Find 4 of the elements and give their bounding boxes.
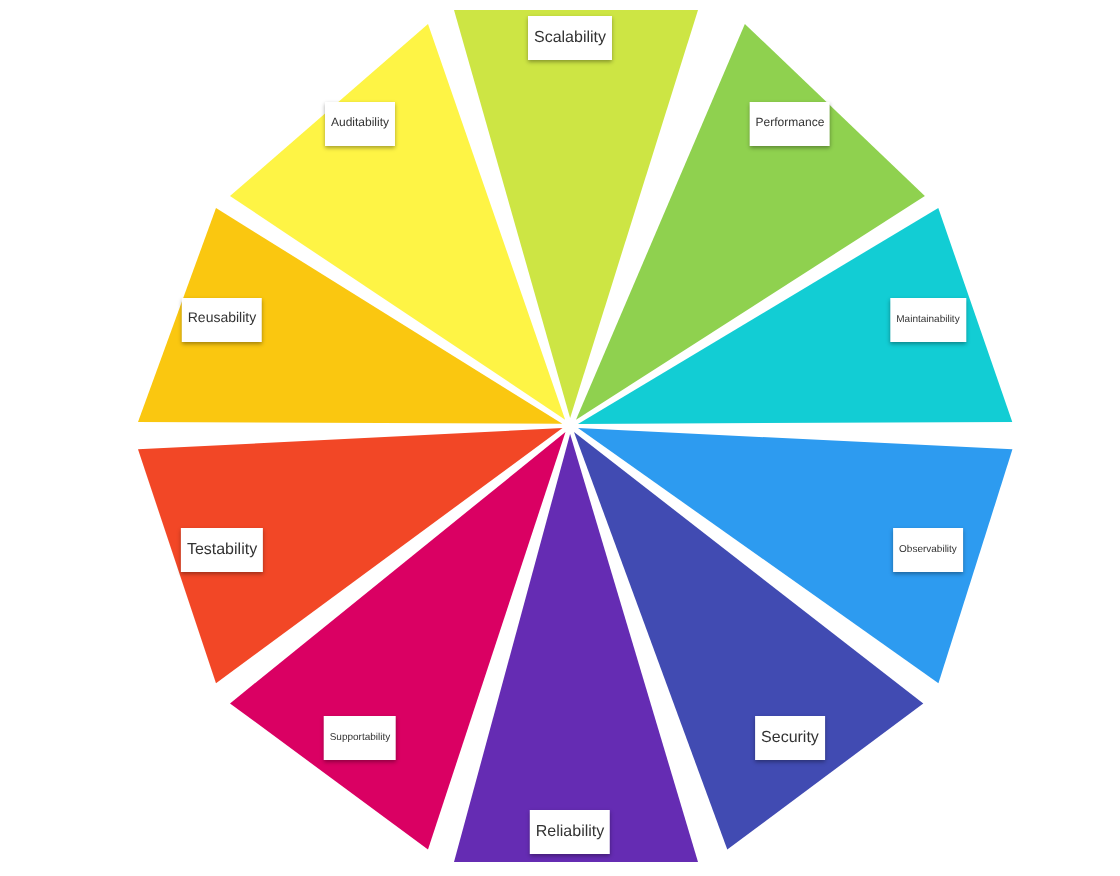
sticky-note: Reliability [529,809,611,854]
sticky-note: Security [755,715,825,760]
sticky-note: Testability [180,527,264,572]
sticky-note: Scalability [528,16,612,60]
